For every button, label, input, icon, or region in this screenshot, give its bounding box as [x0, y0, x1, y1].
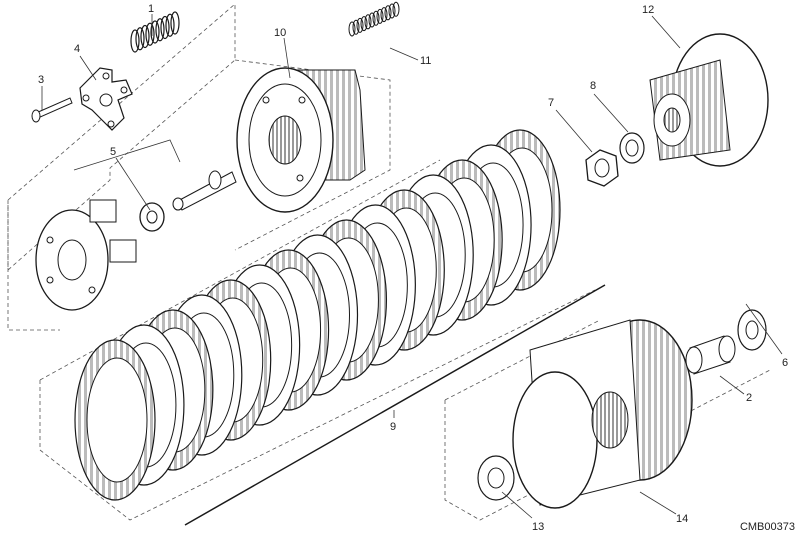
spring-coil [388, 3, 396, 19]
callout-9: 9 [390, 421, 396, 433]
spring-coil [348, 21, 356, 37]
plate-part-4 [79, 67, 133, 131]
washer-part-8 [619, 132, 645, 164]
spring-coil [372, 10, 380, 26]
callout-5: 5 [110, 146, 116, 158]
outer-drum-part-10 [236, 67, 366, 213]
spring-coil [155, 18, 165, 42]
spring-coil [392, 1, 400, 17]
clutch-plate-stack-part-9 [74, 129, 561, 501]
callout-labels: 1 2 3 4 5 6 7 8 9 10 11 12 13 14 [38, 3, 788, 533]
spring-coil [145, 22, 155, 46]
spring-coil [384, 5, 392, 21]
washer-part-6 [737, 309, 767, 351]
nut-part-7 [585, 149, 619, 187]
clutch-plate-inner [86, 357, 148, 483]
spring-coil [364, 14, 372, 30]
callout-3: 3 [38, 74, 44, 86]
spring-part-1 [130, 11, 180, 53]
callout-10: 10 [274, 27, 286, 39]
washer-part-13 [477, 455, 515, 501]
spring-coil [150, 20, 160, 44]
callout-2: 2 [746, 392, 752, 404]
bolt-part-3 [31, 97, 73, 123]
inner-hub-part-12 [649, 33, 769, 167]
group-outline-plates [39, 159, 596, 521]
callout-8: 8 [590, 80, 596, 92]
spring-coil [352, 19, 360, 35]
callout-1: 1 [148, 3, 154, 15]
callout-14: 14 [676, 513, 688, 525]
spring-coil [356, 17, 364, 33]
spring-coil [140, 24, 150, 49]
spring-coil [130, 29, 140, 53]
spring-coil [368, 12, 376, 28]
spring-coil [380, 7, 388, 23]
callout-12: 12 [642, 4, 654, 16]
bushing-part-2 [685, 335, 736, 375]
clutch-basket-part-14 [512, 319, 693, 509]
callout-4: 4 [74, 43, 80, 55]
spring-coil [135, 27, 145, 51]
spring-coil [360, 16, 368, 32]
spring-coil [160, 15, 170, 40]
spring-coil [376, 8, 384, 24]
bearing-and-pushrod-part-5 [139, 170, 237, 232]
spring-coil [170, 11, 180, 35]
spring-coil [165, 13, 175, 37]
spring-part-11 [348, 1, 400, 37]
leader-lines [41, 14, 783, 519]
callout-11: 11 [420, 55, 431, 67]
callout-6: 6 [782, 357, 788, 369]
callout-13: 13 [532, 521, 544, 533]
plate-stack-bracket [184, 284, 606, 526]
diagram-reference-code: CMB00373 [739, 521, 795, 533]
pressure-plate [35, 199, 137, 311]
callout-7: 7 [548, 97, 554, 109]
